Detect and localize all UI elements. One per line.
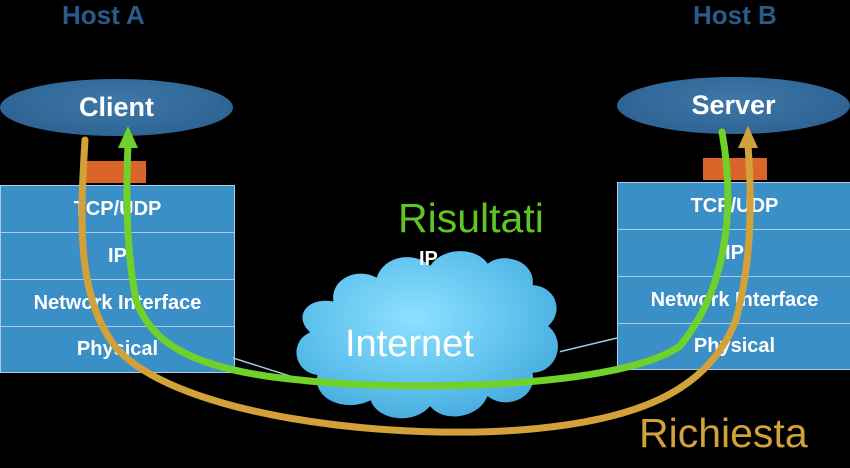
ip-label: IP (419, 248, 438, 270)
server-layer-transport: TCP/UDP (618, 182, 850, 229)
host-a-label: Host A (62, 0, 145, 30)
server-protocol-stack: TCP/UDP IP Network Interface Physical (617, 182, 850, 370)
results-arrow (123, 128, 732, 390)
host-b-label: Host B (693, 0, 777, 30)
internet-label: Internet (345, 323, 474, 365)
results-label: Risultati (398, 195, 544, 241)
server-label: Server (691, 90, 776, 120)
request-arrow (78, 136, 754, 436)
results-arrowhead-icon (118, 126, 138, 148)
client-label: Client (78, 92, 154, 122)
client-layer-transport: TCP/UDP (1, 185, 234, 232)
request-label: Richiesta (639, 410, 808, 456)
request-arrowhead-icon (738, 126, 758, 148)
client-layer-network-interface: Network Interface (1, 279, 234, 326)
internet-cloud (293, 248, 561, 421)
server-node: Server (617, 77, 850, 134)
client-layer-ip: IP (1, 232, 234, 279)
server-layer-ip: IP (618, 229, 850, 276)
client-node: Client (0, 79, 233, 136)
